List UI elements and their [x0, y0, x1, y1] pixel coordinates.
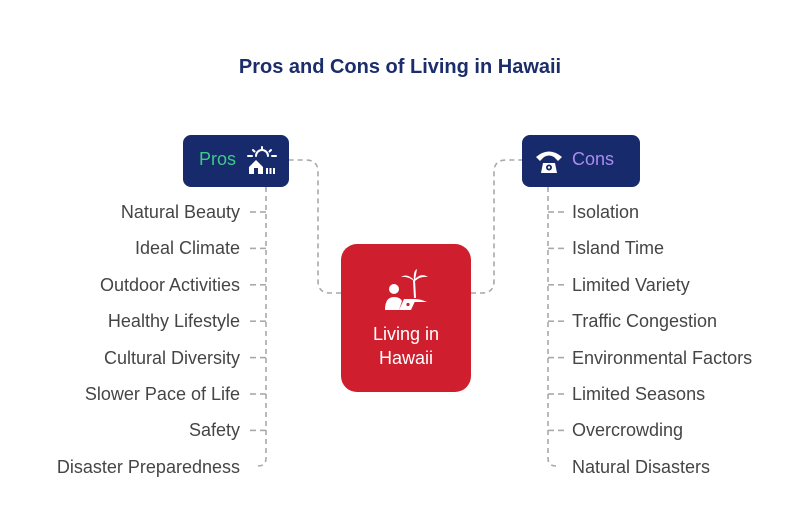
cons-item: Natural Disasters [572, 456, 711, 477]
pros-item: Natural Beauty [120, 202, 240, 222]
telephone-icon [534, 146, 564, 181]
center-label-line1: Living in [372, 324, 440, 344]
cons-item: Environmental Factors [572, 347, 753, 368]
pros-label: Pros [199, 149, 237, 169]
cons-bracket [547, 187, 557, 467]
pros-node: Pros [183, 135, 289, 187]
center-label: Living in Hawaii [341, 322, 471, 370]
pros-item: Healthy Lifestyle [107, 311, 240, 332]
cons-item: Isolation [572, 202, 640, 222]
pros-item: Outdoor Activities [99, 274, 240, 295]
pros-bracket [257, 187, 267, 467]
cons-item: Limited Variety [572, 274, 690, 295]
cons-label: Cons [572, 149, 615, 169]
page-title: Pros and Cons of Living in Hawaii [238, 56, 562, 78]
person-laptop-palm-icon [383, 268, 429, 319]
connector-center-pros [289, 159, 341, 294]
cons-item: Limited Seasons [572, 384, 706, 404]
pros-item: Ideal Climate [134, 238, 240, 259]
cons-item: Overcrowding [572, 420, 684, 441]
cons-node: Cons [522, 135, 640, 187]
pros-item: Disaster Preparedness [56, 456, 240, 477]
cons-item: Traffic Congestion [572, 311, 718, 332]
pros-item: Slower Pace of Life [84, 384, 240, 404]
sunny-house-icon [247, 146, 277, 181]
connector-center-cons [471, 159, 522, 294]
center-node: Living in Hawaii [341, 244, 471, 392]
pros-item: Cultural Diversity [103, 347, 240, 368]
pros-item: Safety [188, 420, 240, 441]
cons-item: Island Time [572, 238, 665, 259]
center-label-line2: Hawaii [378, 348, 434, 368]
